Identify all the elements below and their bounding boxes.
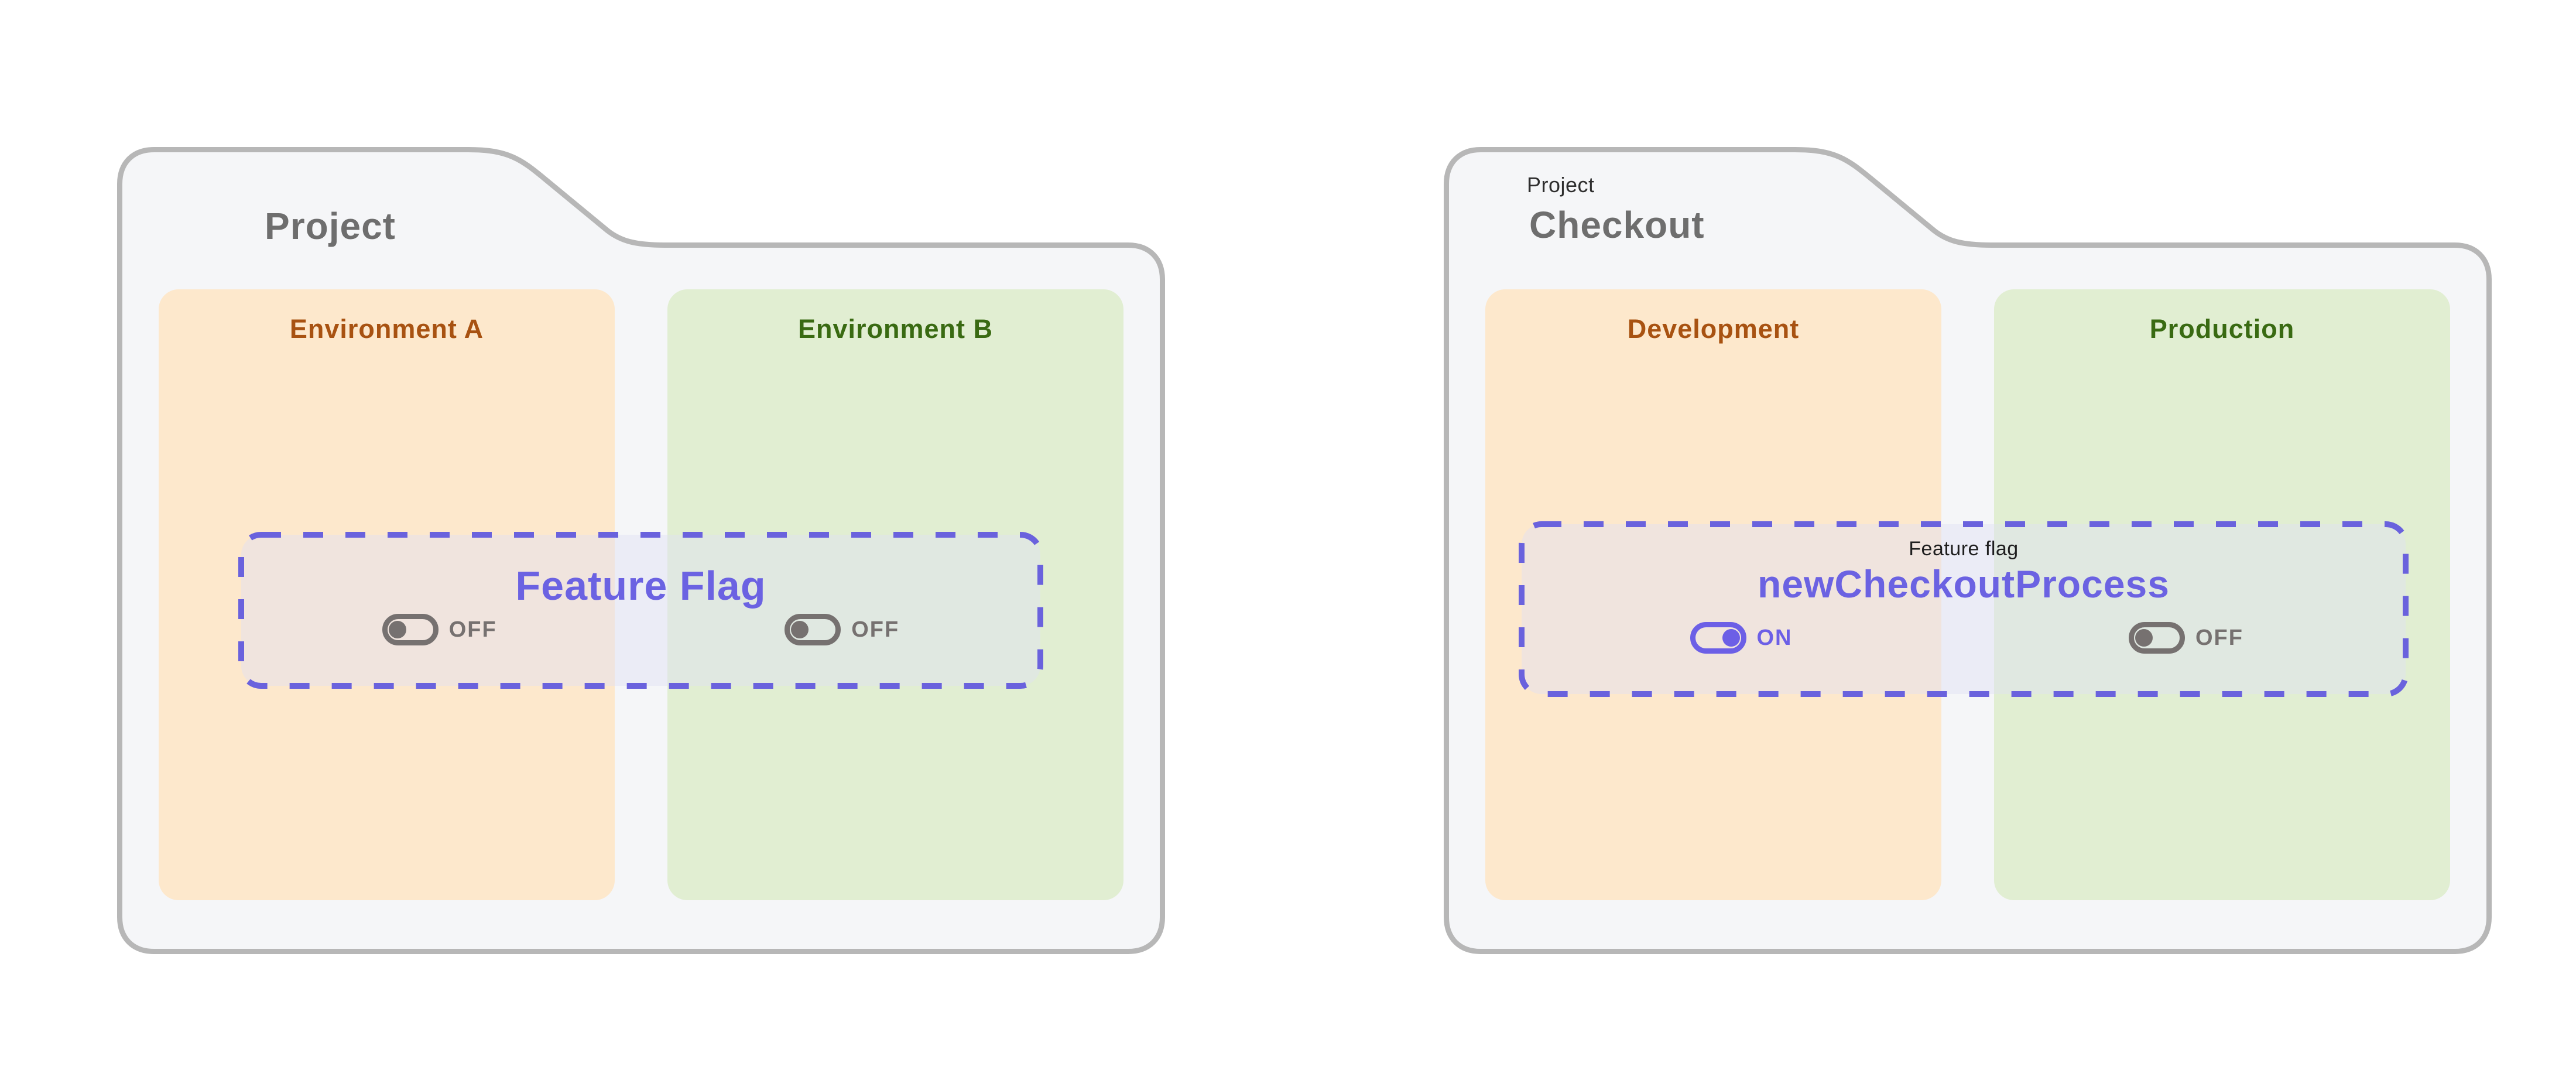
toggle-knob: [2135, 629, 2153, 647]
folder-checkout: Project Checkout Development Production …: [1444, 147, 2492, 954]
feature-flag-box: Feature Flag OFF OFF: [238, 532, 1043, 689]
environment-label: Production: [2149, 314, 2295, 344]
toggle-knob: [388, 621, 406, 638]
feature-flag-dashed-border: [238, 532, 1043, 689]
environments-row: Development Production: [1485, 289, 2450, 900]
toggle-knob: [791, 621, 809, 638]
folder-project: Project Environment A Environment B Feat…: [117, 147, 1165, 954]
toggle-switch-icon[interactable]: [785, 614, 841, 645]
toggle-switch-icon[interactable]: [1690, 622, 1746, 654]
toggle-row: OFF OFF: [238, 614, 1043, 645]
environment-label: Development: [1627, 314, 1800, 344]
folder-tab-label: Checkout: [1529, 204, 1705, 246]
environment-label: Environment A: [289, 314, 484, 344]
env-a-toggle-group: OFF: [238, 614, 641, 645]
toggle-switch-icon[interactable]: [382, 614, 439, 645]
folder-tab-kicker: Project: [1527, 173, 1595, 197]
feature-flag-name: newCheckoutProcess: [1758, 562, 2170, 606]
environment-panel-development: Development: [1485, 289, 1941, 900]
development-toggle-group: ON: [1519, 622, 1964, 654]
env-b-toggle-group: OFF: [641, 614, 1044, 645]
toggle-knob: [1722, 629, 1740, 647]
environment-label: Environment B: [797, 314, 994, 344]
toggle-switch-icon[interactable]: [2129, 622, 2185, 654]
toggle-state-label: ON: [1756, 625, 1793, 650]
toggle-row: ON OFF: [1519, 622, 2409, 654]
environment-panel-b: Environment B: [667, 289, 1123, 900]
environments-row: Environment A Environment B: [159, 289, 1123, 900]
toggle-state-label: OFF: [851, 617, 900, 642]
toggle-state-label: OFF: [2195, 625, 2243, 650]
environment-panel-production: Production: [1994, 289, 2450, 900]
toggle-state-label: OFF: [448, 617, 497, 642]
feature-flag-dashed-border: [1519, 521, 2409, 697]
feature-flag-caption: Feature flag: [1909, 538, 2019, 560]
environment-panel-a: Environment A: [159, 289, 615, 900]
production-toggle-group: OFF: [1964, 622, 2409, 654]
folder-tab-label: Project: [265, 205, 396, 247]
feature-flag-box: Feature flag newCheckoutProcess ON OFF: [1519, 521, 2409, 697]
feature-flag-name: Feature Flag: [515, 563, 766, 609]
